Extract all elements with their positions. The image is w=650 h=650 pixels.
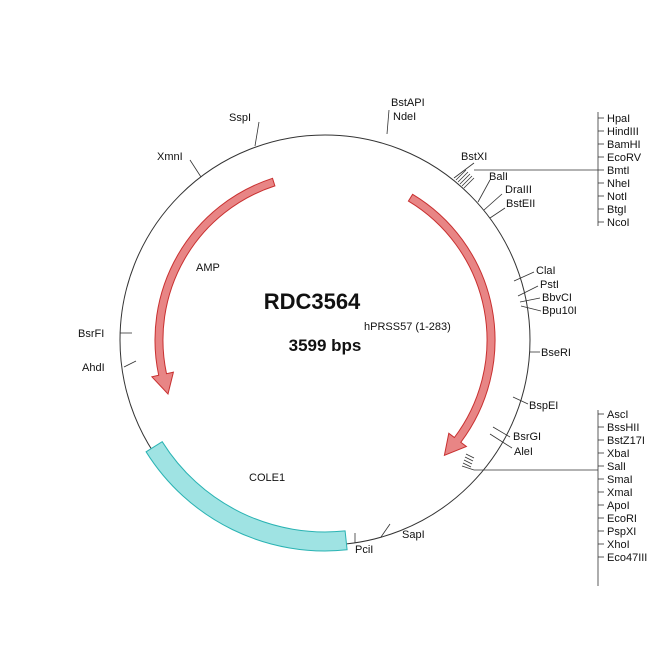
site-label-bbvci: BbvCI	[542, 292, 572, 304]
amp-label: AMP	[196, 262, 220, 274]
site-label-clai: ClaI	[536, 265, 556, 277]
mcs-enzyme-label: NcoI	[607, 217, 630, 229]
mcs-enzyme-label: NotI	[607, 191, 627, 203]
mcs-enzyme-label: PspXI	[607, 526, 636, 538]
site-label-pcii: PciI	[355, 544, 373, 556]
hprss57-feature-arrow	[407, 193, 496, 457]
mcs-enzyme-label: HpaI	[607, 113, 630, 125]
site-label-bstapi: BstAPI	[391, 97, 425, 109]
amp-feature-arrow	[150, 177, 276, 396]
mcs-enzyme-label: BmtI	[607, 165, 630, 177]
site-label-bsrfi: BsrFI	[78, 328, 104, 340]
site-label-bali: BalI	[489, 171, 508, 183]
mcs-enzyme-label: SalI	[607, 461, 626, 473]
mcs-enzyme-label: EcoRI	[607, 513, 637, 525]
site-label-bpu10i: Bpu10I	[542, 305, 577, 317]
mcs-enzyme-label: HindIII	[607, 126, 639, 138]
mcs-enzyme-label: XmaI	[607, 487, 633, 499]
mcs-top-enzyme-list: HpaIHindIIIBamHIEcoRVBmtINheINotIBtgINco…	[607, 113, 642, 229]
cole1-feature-arc	[145, 441, 348, 552]
site-label-bseri: BseRI	[541, 347, 571, 359]
mcs-enzyme-label: ApoI	[607, 500, 630, 512]
site-label-bstxi: BstXI	[461, 151, 487, 163]
mcs-enzyme-label: EcoRV	[607, 152, 642, 164]
mcs-enzyme-label: XbaI	[607, 448, 630, 460]
site-label-sapi: SapI	[402, 529, 425, 541]
site-label-xmni: XmnI	[157, 151, 183, 163]
plasmid-name: RDC3564	[264, 289, 361, 314]
mcs-enzyme-label: BtgI	[607, 204, 627, 216]
site-label-bspei: BspEI	[529, 400, 558, 412]
mcs-enzyme-label: NheI	[607, 178, 630, 190]
mcs-enzyme-label: XhoI	[607, 539, 630, 551]
mcs-enzyme-label: SmaI	[607, 474, 633, 486]
site-label-ahdi: AhdI	[82, 362, 105, 374]
mcs-enzyme-label: Eco47III	[607, 552, 647, 564]
mcs-enzyme-label: AscI	[607, 409, 628, 421]
cole1-label: COLE1	[249, 472, 285, 484]
hprss57-label: hPRSS57 (1-283)	[364, 321, 451, 333]
plasmid-size: 3599 bps	[289, 336, 362, 355]
mcs-bottom-enzyme-list: AscIBssHIIBstZ17IXbaISalISmaIXmaIApoIEco…	[607, 409, 647, 564]
site-label-draiii: DraIII	[505, 184, 532, 196]
mcs-enzyme-label: BstZ17I	[607, 435, 645, 447]
site-label-ndei: NdeI	[393, 111, 416, 123]
site-label-bsrgi: BsrGI	[513, 431, 541, 443]
site-label-psti: PstI	[540, 279, 559, 291]
site-label-sspi: SspI	[229, 112, 251, 124]
site-ticks	[120, 109, 604, 586]
site-label-alei: AleI	[514, 446, 533, 458]
site-label-bsteii: BstEII	[506, 198, 535, 210]
mcs-enzyme-label: BamHI	[607, 139, 641, 151]
mcs-enzyme-label: BssHII	[607, 422, 639, 434]
